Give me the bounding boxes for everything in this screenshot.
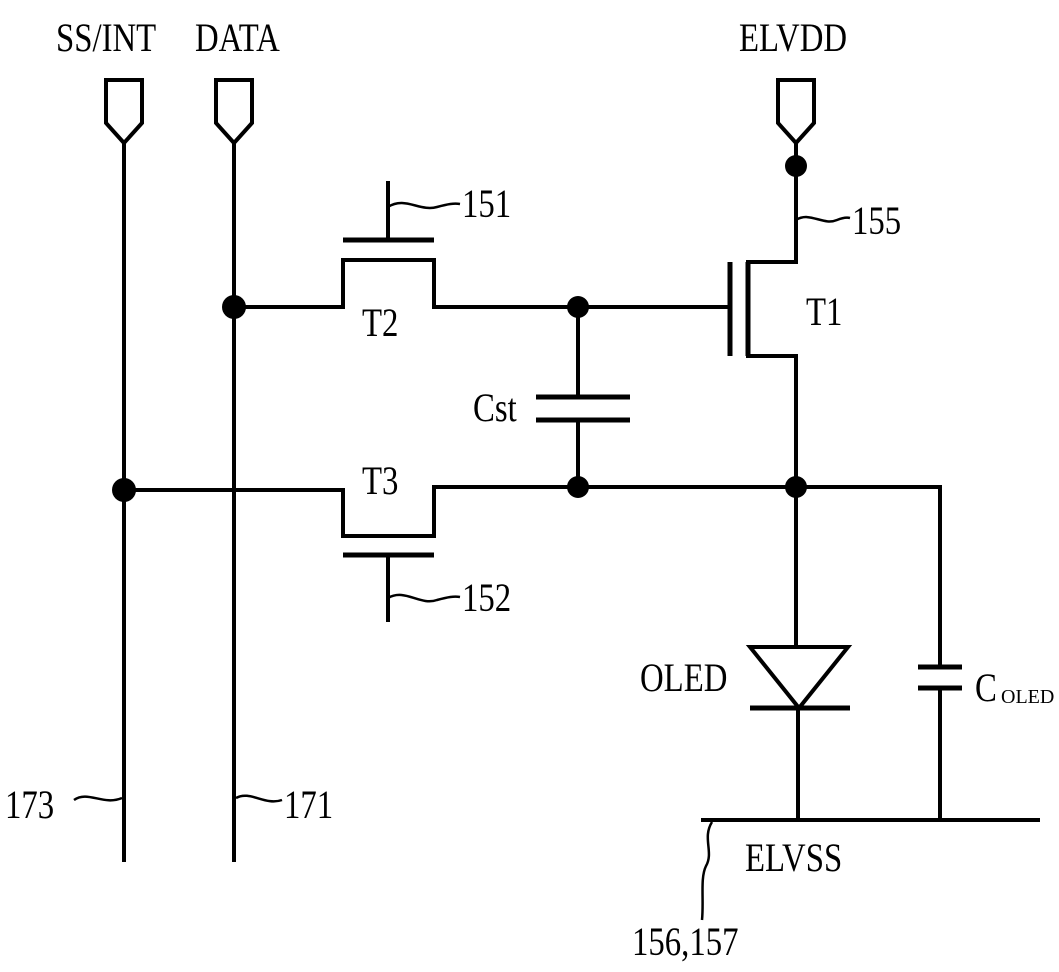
leader-155	[796, 217, 850, 221]
t1-label: T1	[806, 289, 842, 334]
junction-dot	[222, 295, 246, 319]
leader-151	[388, 203, 460, 208]
ss-int-label: SS/INT	[56, 15, 156, 60]
junction-dot	[112, 478, 136, 502]
ref-156-157: 156,157	[632, 919, 739, 964]
junction-dot	[785, 155, 807, 177]
elvdd-label: ELVDD	[739, 15, 847, 60]
elvdd-terminal	[778, 80, 814, 143]
leader-173	[74, 797, 122, 801]
switching-transistor-t2	[234, 183, 434, 307]
leader-156-157	[702, 822, 712, 920]
storage-capacitor-cst	[536, 307, 630, 487]
oled-label: OLED	[640, 655, 727, 700]
cst-label: Cst	[473, 385, 517, 430]
junction-dot	[567, 476, 589, 498]
t2-label: T2	[362, 300, 398, 345]
ref-171: 171	[284, 782, 333, 827]
leader-171	[236, 796, 282, 802]
ref-155: 155	[852, 198, 901, 243]
svg-text:OLED: OLED	[1001, 686, 1054, 708]
junction-dot	[785, 476, 807, 498]
coled-label: C OLED	[975, 665, 1054, 710]
ss-int-terminal	[106, 80, 142, 143]
svg-text:C: C	[975, 665, 997, 710]
data-terminal	[216, 80, 252, 143]
leader-152	[388, 595, 460, 601]
ref-152: 152	[462, 575, 511, 620]
oled-capacitor	[918, 667, 962, 688]
junction-dot	[567, 296, 589, 318]
t3-label: T3	[362, 458, 398, 503]
sensing-transistor-t3	[124, 487, 434, 620]
oled-diode	[750, 647, 850, 708]
data-label: DATA	[195, 15, 280, 60]
ref-173: 173	[5, 782, 54, 827]
elvss-label: ELVSS	[745, 835, 842, 880]
ref-151: 151	[462, 181, 511, 226]
drive-transistor-t1	[730, 262, 796, 356]
